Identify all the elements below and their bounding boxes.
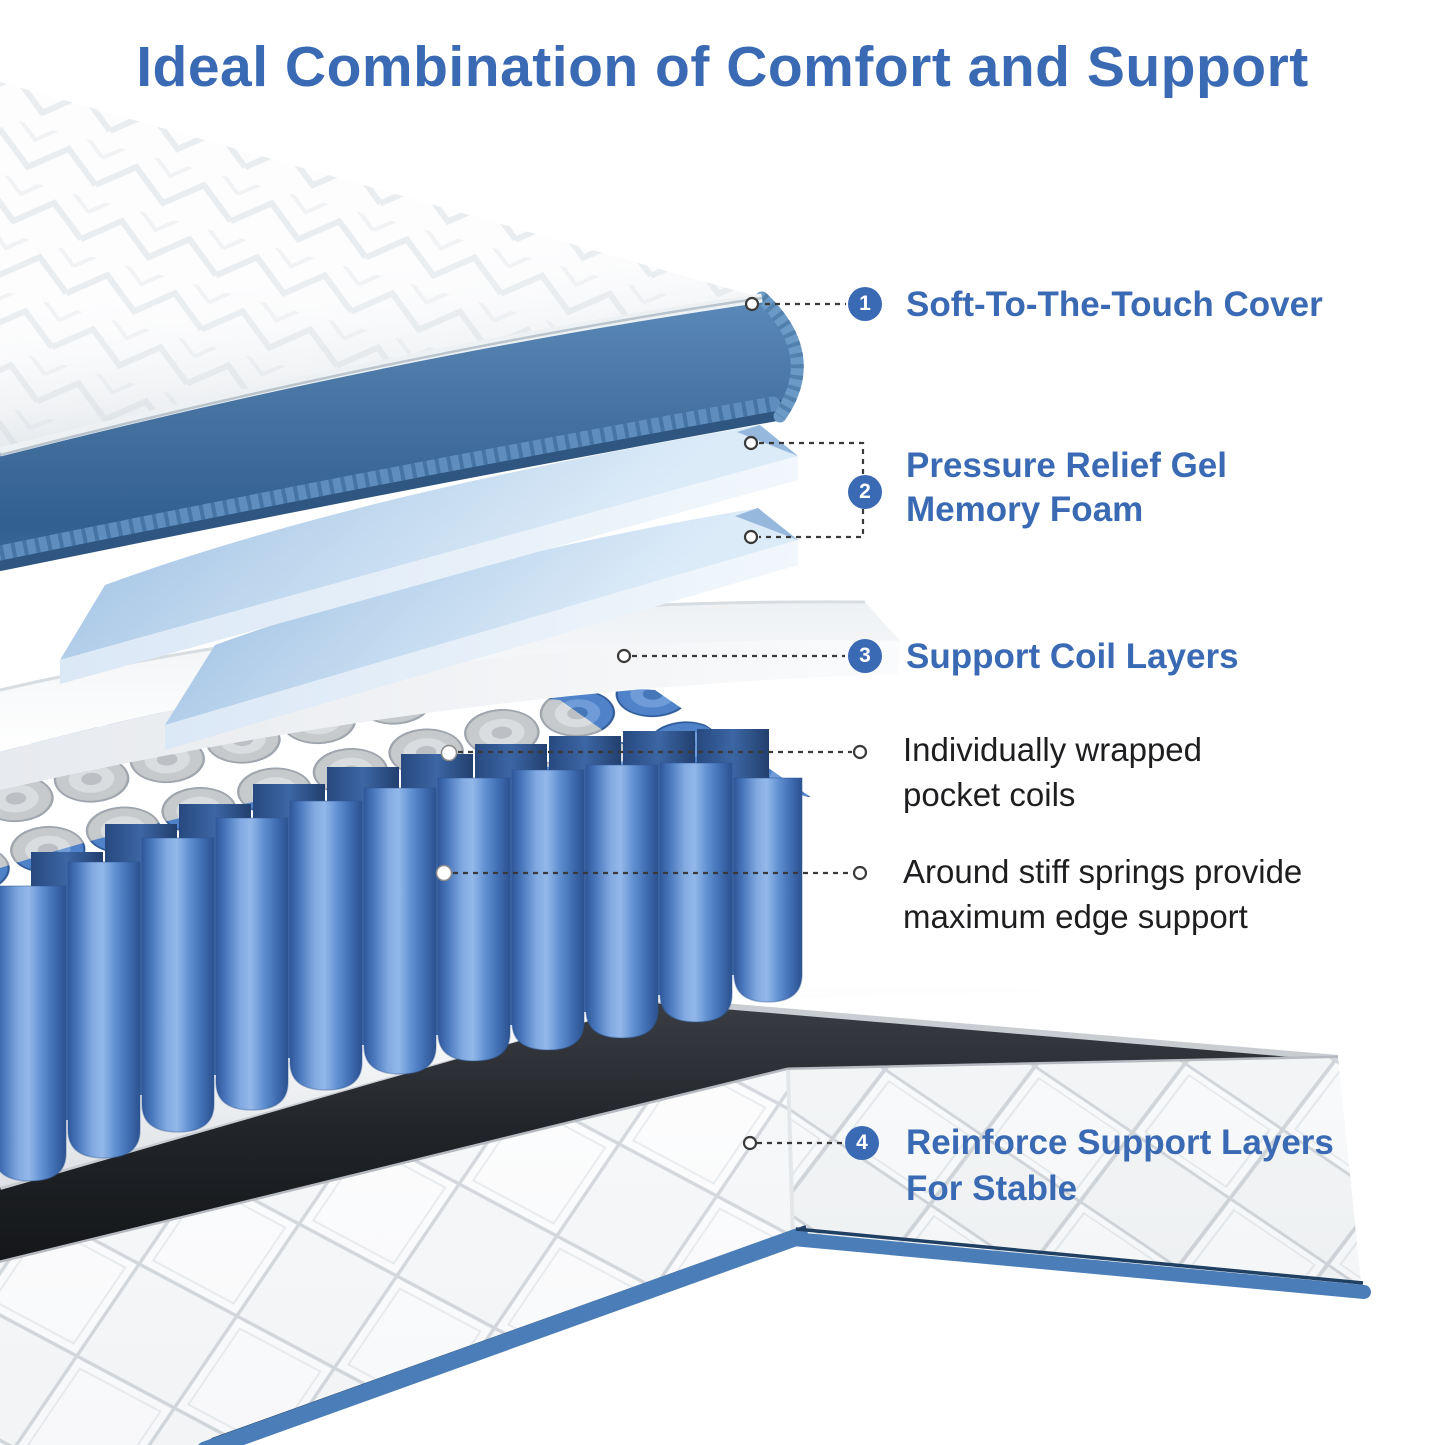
base-corner-seam xyxy=(786,1069,795,1241)
callout-number-3-text: 3 xyxy=(859,644,871,667)
pad-top-face xyxy=(0,601,900,752)
callout-label-gel-foam: Pressure Relief Gel Memory Foam xyxy=(906,446,1227,529)
gel-upper-tip-shade xyxy=(737,425,798,456)
base-black-top-surface xyxy=(0,1000,1338,1263)
pad-front-face xyxy=(0,640,900,790)
gel-foam-slab-upper xyxy=(60,425,798,684)
connector-dot-base xyxy=(742,1135,758,1151)
base-support-layer xyxy=(0,996,1371,1445)
callout-number-4: 4 xyxy=(845,1126,879,1160)
coil-cylinders-front-row xyxy=(0,762,803,1182)
callout-number-2: 2 xyxy=(848,475,882,509)
connector-dot-gel-bottom xyxy=(743,529,759,545)
mattress-corner-roll-stitches xyxy=(757,293,804,420)
mattress-quilt-edge-shade xyxy=(0,82,762,450)
note-edge-springs: Around stiff springs provide maximum edg… xyxy=(903,853,1303,935)
connector-dot-cover xyxy=(744,296,760,312)
base-right-piping-shadow xyxy=(795,1227,1364,1285)
callout-number-3: 3 xyxy=(848,639,882,673)
gel-upper-top-face xyxy=(60,425,798,660)
callout-label-base: Reinforce Support Layers For Stable xyxy=(906,1123,1334,1208)
mattress-top-rim-line xyxy=(0,296,763,457)
callout-number-2-text: 2 xyxy=(859,480,871,503)
base-front-piping xyxy=(198,1227,809,1445)
gel-foam-slab-lower xyxy=(165,508,798,750)
connector-base xyxy=(742,1135,843,1151)
marker-dot-pocket-coils xyxy=(440,744,458,762)
callout-number-1: 1 xyxy=(848,287,882,321)
gel-lower-front-face xyxy=(165,540,798,750)
connector-dot-coil xyxy=(616,648,632,664)
connector-edge-springs xyxy=(435,864,868,882)
mattress-band-bottom-piping xyxy=(0,396,781,561)
page-title: Ideal Combination of Comfort and Support xyxy=(136,35,1309,99)
mattress-side-band xyxy=(0,298,796,565)
base-right-quilt-shade xyxy=(788,1058,1362,1292)
connector-pocket-coils xyxy=(440,744,868,762)
connector-dot-pocket-coils xyxy=(852,744,868,760)
callout-label-coil: Support Coil Layers xyxy=(906,637,1239,676)
gel-lower-tip-shade xyxy=(735,508,798,540)
connector-coil xyxy=(616,648,845,664)
callout-number-1-text: 1 xyxy=(859,292,871,315)
marker-dot-edge-springs xyxy=(435,864,453,882)
base-front-quilt-shade xyxy=(0,1070,793,1445)
gel-lower-top-face xyxy=(165,508,798,725)
connector-cover xyxy=(744,296,846,312)
base-right-piping xyxy=(786,1232,1371,1299)
callout-number-4-text: 4 xyxy=(856,1131,868,1154)
connector-dot-edge-springs xyxy=(852,865,868,881)
pillow-top-mattress xyxy=(0,82,804,571)
connector-dot-gel-top xyxy=(743,435,759,451)
note-pocket-coils: Individually wrapped pocket coils xyxy=(903,731,1203,813)
gel-upper-front-face xyxy=(60,456,798,684)
callout-label-cover: Soft-To-The-Touch Cover xyxy=(906,285,1323,324)
